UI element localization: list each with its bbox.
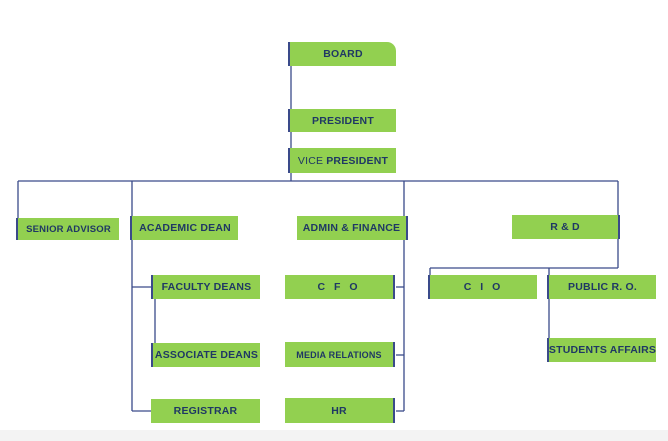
- footer-strip: [0, 430, 668, 441]
- node-registrar: REGISTRAR: [151, 399, 260, 423]
- node-admin-finance: ADMIN & FINANCE: [297, 216, 408, 240]
- node-students-affairs-label: STUDENTS AFFAIRS: [548, 344, 657, 356]
- node-public-ro: PUBLIC R. O.: [547, 275, 656, 299]
- node-senior-advisor-label: SENIOR ADVISOR: [26, 223, 111, 235]
- node-media-relations-label: MEDIA RELATIONS: [296, 349, 382, 360]
- node-board-label: BOARD: [323, 48, 363, 60]
- node-vice-president: VICE PRESIDENT: [288, 148, 396, 173]
- node-senior-advisor: SENIOR ADVISOR: [16, 218, 119, 240]
- node-rnd: R & D: [512, 215, 620, 239]
- node-president-label: PRESIDENT: [312, 114, 374, 127]
- node-faculty-deans-label: FACULTY DEANS: [161, 281, 252, 293]
- node-cio: C I O: [428, 275, 537, 299]
- node-board: BOARD: [288, 42, 396, 66]
- node-rnd-label: R & D: [550, 221, 580, 233]
- node-associate-deans-label: ASSOCIATE DEANS: [154, 349, 259, 361]
- node-admin-finance-label: ADMIN & FINANCE: [302, 222, 401, 234]
- node-vice-president-prefix: VICE: [297, 154, 324, 167]
- node-students-affairs: STUDENTS AFFAIRS: [547, 338, 656, 362]
- node-faculty-deans: FACULTY DEANS: [151, 275, 260, 299]
- node-cfo: C F O: [285, 275, 395, 299]
- node-cio-label: C I O: [463, 281, 504, 293]
- node-registrar-label: REGISTRAR: [173, 405, 238, 417]
- node-associate-deans: ASSOCIATE DEANS: [151, 343, 260, 367]
- node-vice-president-label: PRESIDENT: [326, 154, 389, 167]
- node-academic-dean-label: ACADEMIC DEAN: [139, 222, 231, 234]
- node-academic-dean: ACADEMIC DEAN: [130, 216, 238, 240]
- node-media-relations: MEDIA RELATIONS: [285, 342, 395, 367]
- node-hr: HR: [285, 398, 395, 423]
- node-hr-label: HR: [331, 404, 347, 417]
- node-president: PRESIDENT: [288, 109, 396, 132]
- node-public-ro-label: PUBLIC R. O.: [568, 281, 637, 293]
- node-cfo-label: C F O: [317, 281, 361, 293]
